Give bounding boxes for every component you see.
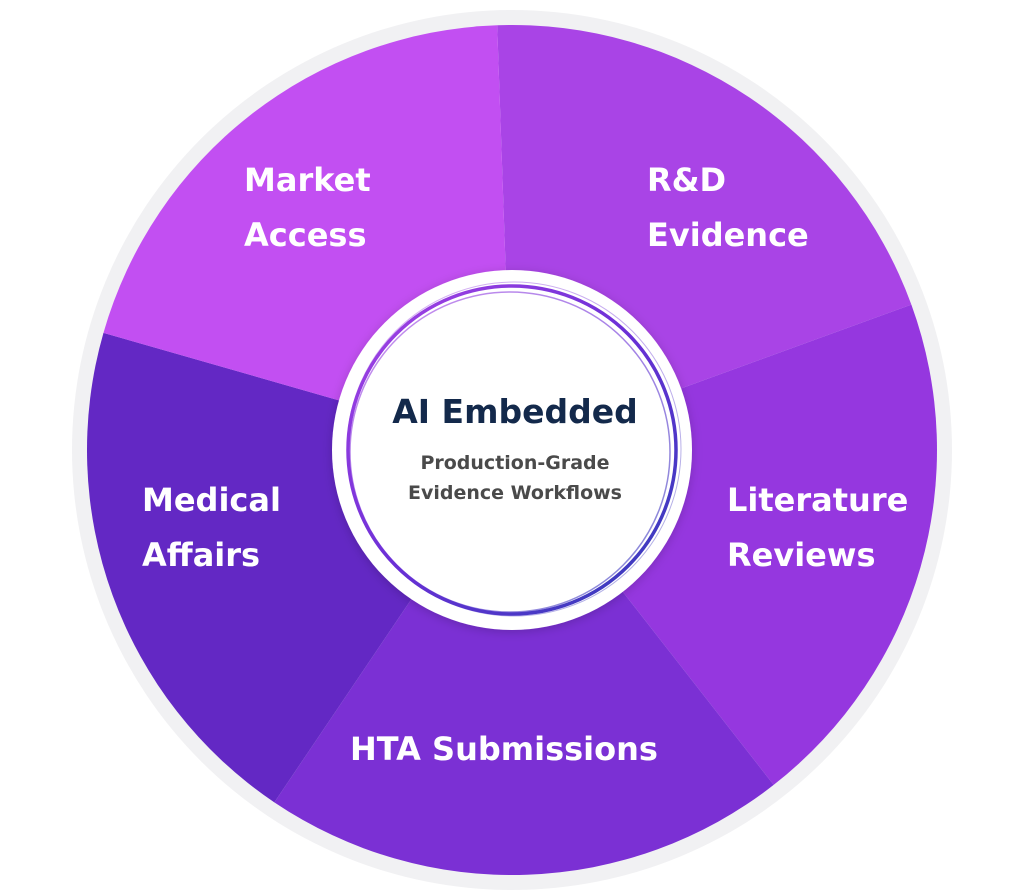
segment-label-hta-submissions: HTA Submissions	[350, 722, 658, 777]
center-subtitle-line: Evidence Workflows	[408, 482, 622, 504]
center-swirl-ring-2	[349, 291, 671, 613]
center-swirl-ring-1	[346, 284, 678, 616]
segment-label-literature-reviews: Literature Reviews	[727, 473, 908, 583]
segment-label-line: R&D	[647, 161, 727, 199]
center-swirl-ring-3	[346, 281, 682, 617]
center-disc	[332, 270, 692, 630]
center-subtitle-line: Production-Grade	[420, 452, 610, 474]
segment-label-rd-evidence: R&D Evidence	[647, 153, 809, 263]
center-subtitle: Production-Grade Evidence Workflows	[408, 448, 622, 508]
segment-label-line: Access	[244, 216, 367, 254]
segment-label-line: Affairs	[142, 536, 261, 574]
wheel-segment-3	[274, 450, 774, 875]
segment-label-line: Market	[244, 161, 371, 199]
center-title: AI Embedded	[392, 392, 638, 431]
segment-label-medical-affairs: Medical Affairs	[142, 473, 281, 583]
center-hub: AI Embedded Production-Grade Evidence Wo…	[345, 280, 685, 620]
segment-label-line: HTA Submissions	[350, 730, 658, 768]
segment-label-line: Reviews	[727, 536, 876, 574]
segment-label-line: Literature	[727, 481, 909, 519]
segment-label-market-access: Market Access	[244, 153, 371, 263]
segment-label-line: Evidence	[647, 216, 809, 254]
segment-label-line: Medical	[142, 481, 281, 519]
